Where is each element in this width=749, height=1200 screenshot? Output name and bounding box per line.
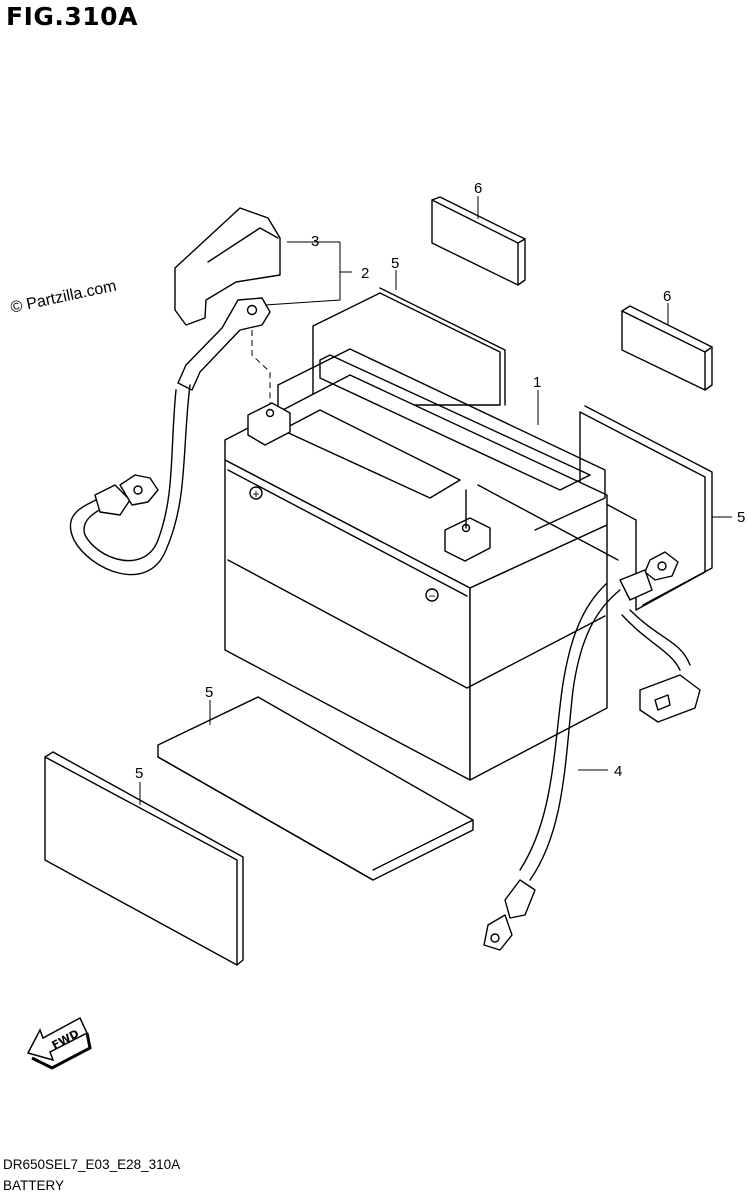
callout-2: 2 [361,265,369,282]
callout-4: 4 [614,763,622,780]
callout-5-right: 5 [737,509,745,526]
figure-title: FIG.310A [6,2,138,31]
part-5-pad-bottom [157,696,474,881]
callout-5-bottom-left: 5 [135,765,143,782]
part-5-pad-bottom-left [44,751,244,966]
callout-6-right: 6 [663,288,671,305]
drawing-code: DR650SEL7_E03_E28_310A [3,1157,181,1172]
forward-arrow-icon [26,1016,92,1070]
part-3-terminal-cover [174,207,281,326]
part-6-pad-top [431,196,526,286]
figure-caption: BATTERY [3,1178,65,1193]
callout-5-bottom-pad: 5 [205,684,213,701]
callout-6-top: 6 [474,180,482,197]
callout-leaders [139,196,732,805]
part-4-negative-cable [477,484,701,951]
part-2-positive-cable [69,297,271,576]
negative-terminal-mark: − [428,589,435,603]
part-1-battery [224,348,608,781]
positive-terminal-mark: + [252,487,259,501]
callout-1: 1 [533,374,541,391]
part-6-pad-right [621,305,713,391]
part-5-pad-top [312,287,506,406]
callout-5-top: 5 [391,255,399,272]
callout-3: 3 [311,233,319,250]
